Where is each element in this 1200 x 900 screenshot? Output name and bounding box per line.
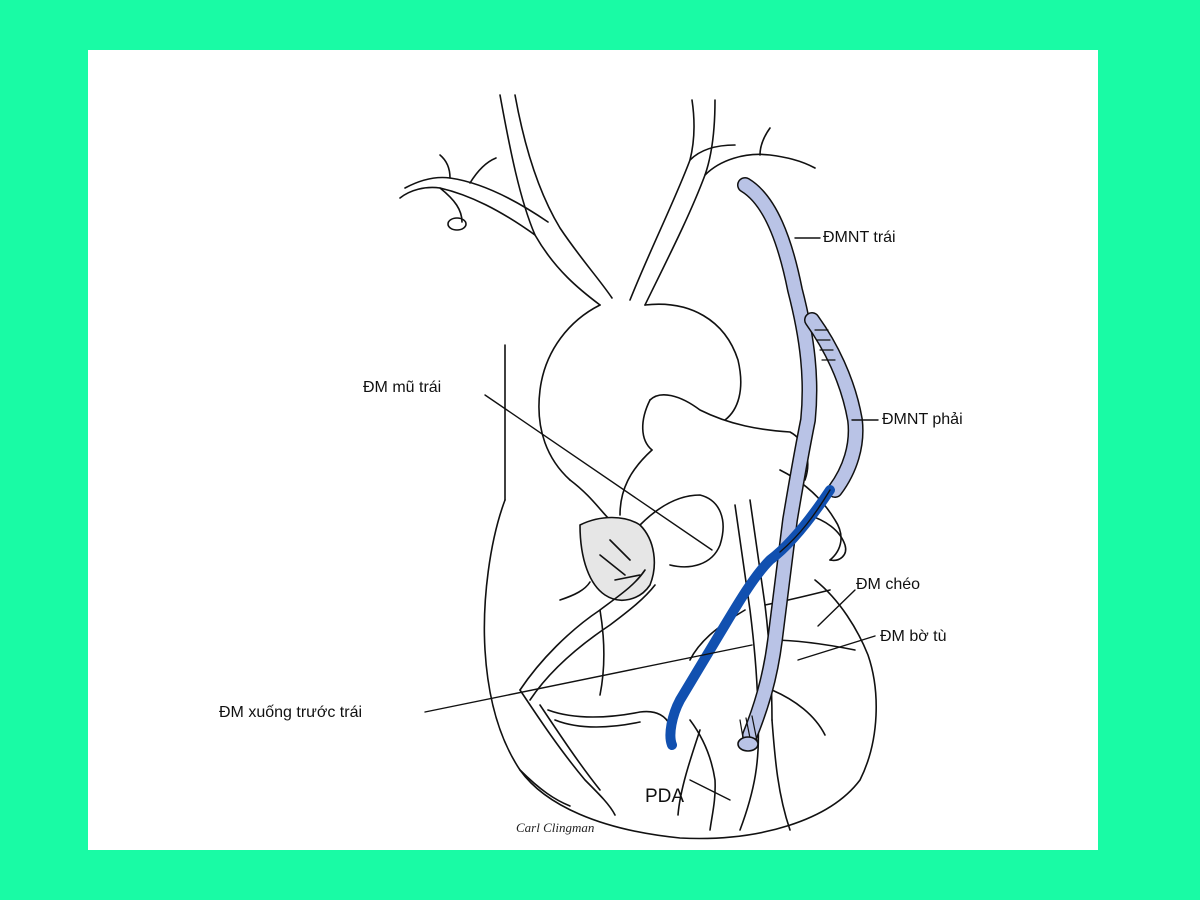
aortic-branches [399, 94, 816, 306]
coronary-arteries [519, 499, 856, 831]
label-diagonal: ĐM chéo [856, 576, 921, 593]
artist-signature: Carl Clingman [516, 820, 595, 835]
label-pda: PDA [645, 786, 685, 807]
label-left-circumflex: ĐM mũ trái [363, 379, 442, 396]
label-obtuse-marginal: ĐM bờ tù [880, 628, 947, 645]
lima-graft [737, 177, 818, 752]
label-lad: ĐM xuống trước trái [219, 704, 363, 721]
left-atrial-appendage [579, 494, 724, 601]
rima-graft [804, 312, 864, 498]
label-lima: ĐMNT trái [823, 229, 896, 246]
highlighted-arteries [665, 485, 835, 750]
heart-outline [483, 303, 877, 840]
label-rima: ĐMNT phải [882, 411, 963, 428]
leader-lines [424, 237, 879, 801]
